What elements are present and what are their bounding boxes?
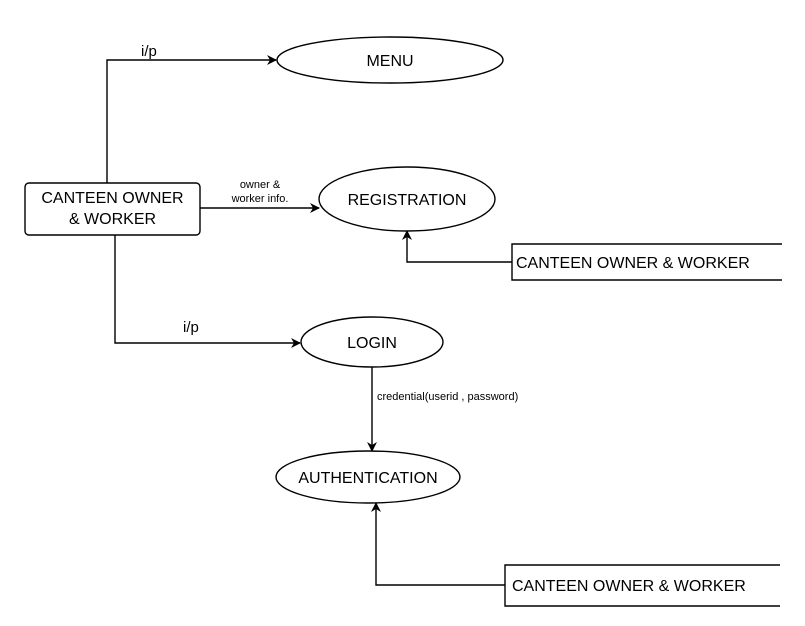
edge-store1-to-registration [402, 230, 512, 263]
edge-owner-to-menu [106, 55, 277, 183]
process-login: LOGIN [300, 316, 444, 368]
process-registration: REGISTRATION [318, 166, 496, 232]
entity-label-line1: CANTEEN OWNER [41, 190, 183, 207]
edge-owner-to-login [114, 235, 301, 348]
process-menu-label: MENU [366, 53, 413, 70]
edge-label-login-input: i/p [183, 319, 199, 336]
process-authentication-label: AUTHENTICATION [298, 470, 437, 487]
process-menu: MENU [276, 36, 504, 84]
datastore-owner-worker-1: CANTEEN OWNER & WORKER [511, 243, 784, 281]
edge-label-menu-input: i/p [141, 43, 157, 60]
edge-label-credential: credential(userid , password) [377, 391, 518, 403]
datastore-1-label: CANTEEN OWNER & WORKER [516, 255, 750, 272]
process-login-label: LOGIN [347, 335, 397, 352]
edge-label-registration-line1: owner & [240, 179, 281, 191]
datastore-2-label: CANTEEN OWNER & WORKER [512, 578, 746, 595]
edge-store2-to-authentication [371, 502, 505, 586]
process-registration-label: REGISTRATION [348, 192, 467, 209]
process-authentication: AUTHENTICATION [275, 450, 461, 504]
edge-label-registration-line2: worker info. [231, 193, 289, 205]
entity-label-line2: & WORKER [69, 211, 156, 228]
datastore-owner-worker-2: CANTEEN OWNER & WORKER [504, 564, 782, 607]
entity-canteen-owner-worker: CANTEEN OWNER & WORKER [24, 182, 201, 236]
